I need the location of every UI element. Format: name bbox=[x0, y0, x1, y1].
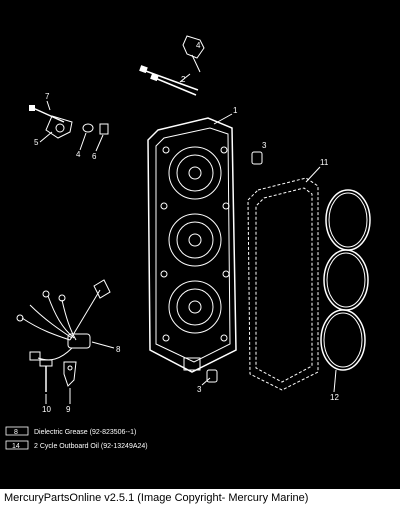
oil-badge bbox=[5, 440, 29, 450]
oil-badge-number: 14 bbox=[12, 443, 20, 450]
callout-3-lower: 3 bbox=[197, 385, 202, 394]
hardware-left bbox=[29, 105, 109, 139]
svg-text:4: 4 bbox=[196, 41, 201, 50]
callout-4: 4 bbox=[76, 150, 81, 159]
screw bbox=[39, 359, 53, 392]
head-gasket bbox=[247, 177, 319, 391]
clip bbox=[63, 361, 77, 387]
wiring-harness bbox=[16, 279, 111, 361]
oil-legend-text: 2 Cycle Outboard Oil (92-13249A24) bbox=[34, 443, 148, 450]
callout-10: 10 bbox=[42, 405, 51, 414]
dowel-pin-lower bbox=[206, 369, 218, 383]
image-caption: MercuryPartsOnline v2.5.1 (Image Copyrig… bbox=[0, 489, 400, 507]
grease-legend-text: Dielectric Grease (92-823506--1) bbox=[34, 429, 136, 436]
callout-6: 6 bbox=[92, 152, 97, 161]
callout-5: 5 bbox=[34, 138, 39, 147]
callout-12: 12 bbox=[330, 393, 339, 402]
cylinder-head bbox=[147, 117, 237, 373]
grease-badge-number: 8 bbox=[14, 429, 18, 436]
callout-1: 1 bbox=[233, 106, 238, 115]
legend-oil: 14 2 Cycle Outboard Oil (92-13249A24) bbox=[5, 440, 148, 450]
parts-diagram: 4 2 7 5 4 6 1 bbox=[5, 35, 371, 450]
grease-badge bbox=[5, 426, 29, 436]
exploded-view-drawing: 4 2 7 5 4 6 1 bbox=[5, 35, 371, 450]
legend-grease: 8 Dielectric Grease (92-823506--1) bbox=[5, 426, 136, 436]
callout-7: 7 bbox=[45, 92, 50, 101]
o-rings bbox=[320, 189, 371, 371]
callout-2: 2 bbox=[181, 75, 186, 84]
callout-8: 8 bbox=[116, 345, 121, 354]
bolt-set-top: 4 bbox=[139, 35, 205, 96]
callout-9: 9 bbox=[66, 405, 71, 414]
callout-11: 11 bbox=[320, 158, 329, 167]
callout-3-upper: 3 bbox=[262, 141, 267, 150]
dowel-pin-upper bbox=[251, 151, 263, 165]
